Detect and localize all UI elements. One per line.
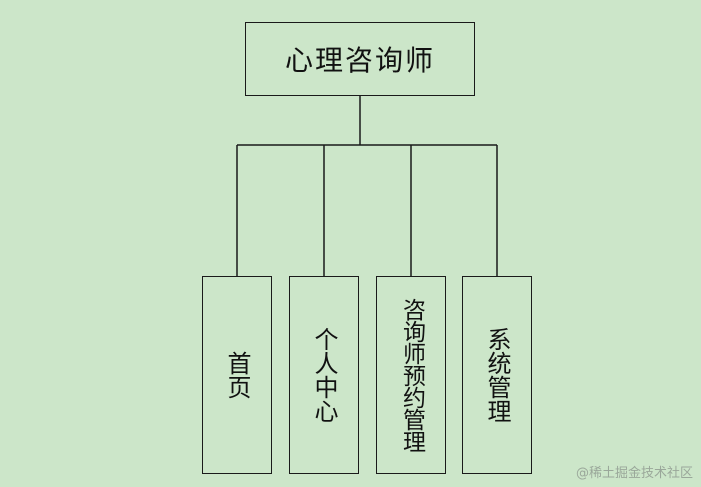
child-node-profile: 个人中心 (289, 276, 359, 474)
child-node-system-management: 系统管理 (462, 276, 532, 474)
child-node-profile-label: 个人中心 (310, 327, 338, 423)
watermark: @稀土掘金技术社区 (575, 466, 693, 481)
child-node-home-label: 首页 (223, 351, 251, 399)
root-node: 心理咨询师 (245, 22, 475, 96)
child-node-appointment-management-label: 咨询师预约管理 (398, 298, 425, 452)
child-node-appointment-management: 咨询师预约管理 (376, 276, 446, 474)
child-node-home: 首页 (202, 276, 272, 474)
child-node-system-management-label: 系统管理 (483, 327, 511, 423)
root-node-label: 心理咨询师 (284, 44, 435, 77)
